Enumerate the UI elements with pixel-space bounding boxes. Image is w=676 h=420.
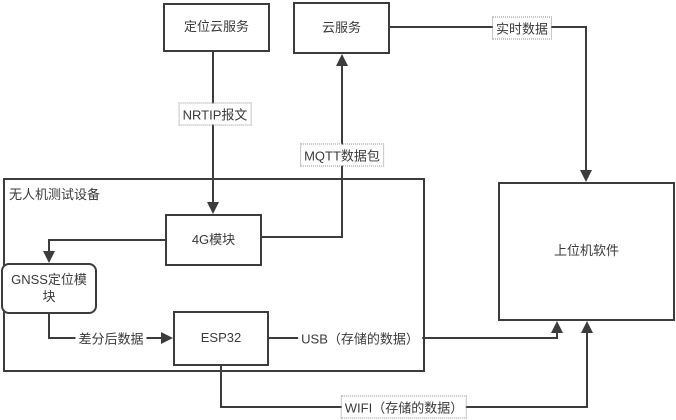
group-device-label: 无人机测试设备 bbox=[8, 184, 102, 203]
edge-4g-gnss-arrow bbox=[43, 251, 55, 263]
edge-usb-arrow bbox=[551, 321, 563, 333]
edge-mqtt-label[interactable]: MQTT数据包 bbox=[300, 143, 384, 167]
edge-mqtt-arrow bbox=[336, 54, 348, 66]
edge-wifi-arrow bbox=[581, 321, 593, 333]
node-host[interactable]: 上位机软件 bbox=[498, 182, 675, 321]
node-positioning-cloud-label: 定位云服务 bbox=[183, 19, 249, 35]
node-gnss-module[interactable]: GNSS定位模块 bbox=[1, 263, 97, 314]
node-esp32[interactable]: ESP32 bbox=[173, 311, 269, 366]
edge-realtime-line-v bbox=[585, 26, 587, 172]
edge-realtime-arrow bbox=[580, 170, 592, 182]
node-gnss-module-label: GNSS定位模块 bbox=[11, 272, 87, 304]
edge-4g-gnss-line-v bbox=[48, 239, 50, 253]
edge-wifi-line-v1 bbox=[220, 366, 222, 408]
edge-wifi-label[interactable]: WIFI（存储的数据） bbox=[340, 395, 468, 419]
edge-diff-label[interactable]: 差分后数据 bbox=[75, 327, 147, 349]
edge-nrtip-arrow bbox=[207, 202, 219, 214]
node-host-label: 上位机软件 bbox=[553, 243, 619, 259]
node-4g-module[interactable]: 4G模块 bbox=[165, 214, 262, 266]
node-esp32-label: ESP32 bbox=[200, 330, 242, 346]
node-cloud[interactable]: 云服务 bbox=[293, 2, 390, 54]
edge-usb-label[interactable]: USB（存储的数据） bbox=[298, 327, 422, 349]
node-cloud-label: 云服务 bbox=[321, 19, 361, 35]
node-positioning-cloud[interactable]: 定位云服务 bbox=[163, 3, 270, 52]
edge-nrtip-label[interactable]: NRTIP报文 bbox=[178, 102, 252, 126]
edge-realtime-line-h bbox=[390, 26, 587, 28]
edge-usb-line-v bbox=[556, 331, 558, 339]
edge-mqtt-line-h bbox=[262, 236, 343, 238]
edge-diff-arrow bbox=[161, 332, 173, 344]
edge-4g-gnss-line-h bbox=[48, 239, 165, 241]
edge-diff-line-v bbox=[48, 313, 50, 339]
edge-nrtip-line bbox=[212, 52, 214, 204]
edge-realtime-label[interactable]: 实时数据 bbox=[491, 16, 553, 40]
edge-wifi-line-v2 bbox=[586, 331, 588, 408]
node-4g-module-label: 4G模块 bbox=[191, 231, 236, 247]
